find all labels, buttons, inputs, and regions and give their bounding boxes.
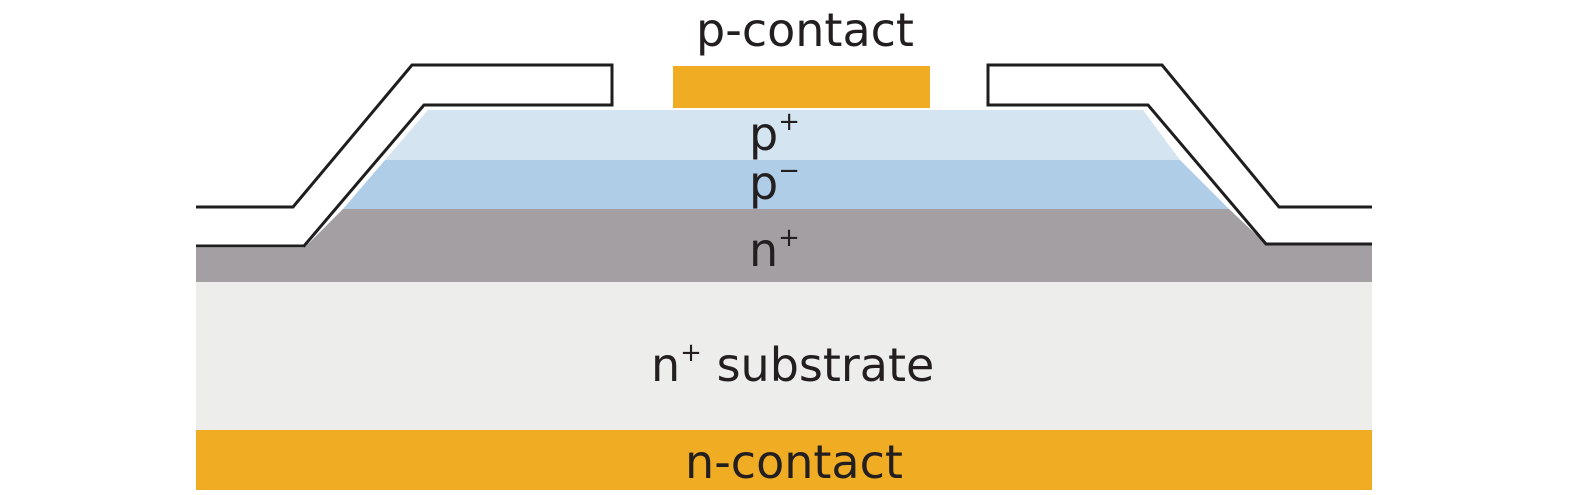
p-contact-label: p-contact — [696, 3, 914, 57]
n-contact-label: n-contact — [685, 435, 903, 489]
p-plus-label-sup: + — [778, 107, 800, 137]
substrate-label-word: substrate — [702, 338, 934, 392]
p-minus-label: p− — [749, 156, 800, 210]
p-minus-label-sup: − — [778, 156, 800, 186]
p-contact-pad — [673, 66, 930, 108]
substrate-label: n+ substrate — [651, 338, 934, 392]
p-plus-label-base: p — [749, 107, 778, 161]
substrate-layer — [196, 282, 1372, 430]
p-plus-label: p+ — [749, 107, 800, 161]
n-plus-label-base: n — [749, 223, 778, 277]
left-insulator-outline — [196, 63, 614, 248]
substrate-label-sup: + — [680, 338, 702, 368]
n-plus-label-sup: + — [778, 223, 800, 253]
n-contact-pad — [196, 430, 1372, 490]
right-insulator-outline — [986, 63, 1372, 246]
n-plus-layer — [196, 209, 1372, 282]
p-plus-layer — [385, 110, 1180, 160]
substrate-label-n: n — [651, 338, 680, 392]
n-plus-label: n+ — [749, 223, 800, 277]
p-minus-label-base: p — [749, 156, 778, 210]
p-minus-layer — [343, 160, 1229, 209]
